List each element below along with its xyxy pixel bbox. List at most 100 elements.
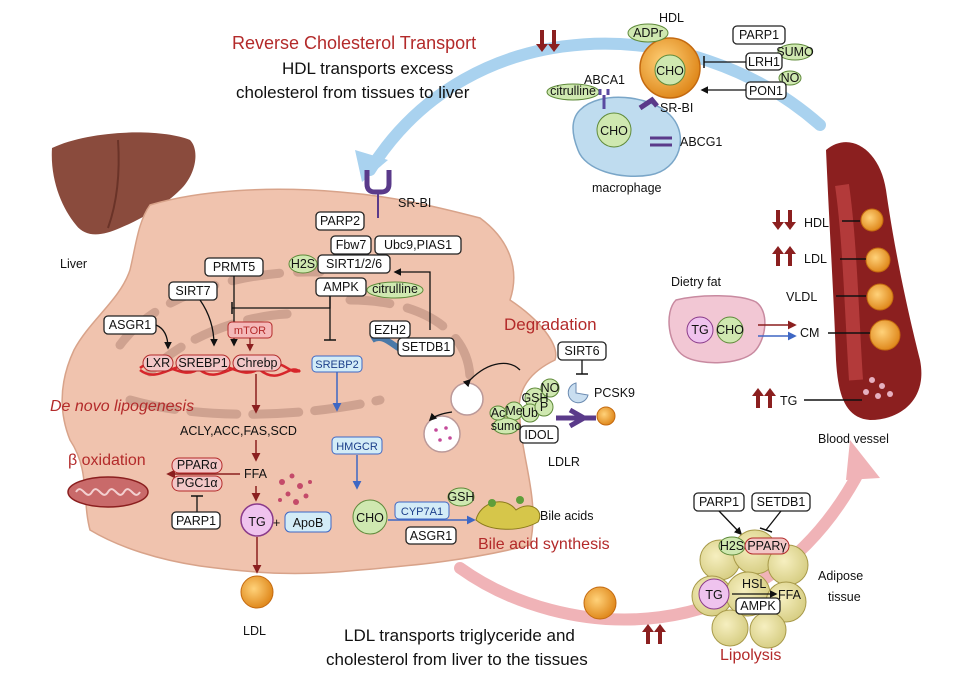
svg-text:SETDB1: SETDB1 <box>757 495 806 509</box>
ubc9-pias1-box <box>374 235 462 255</box>
svg-text:CHO: CHO <box>356 511 384 525</box>
tg-diet <box>686 316 714 344</box>
bile-synthesis-label: Bile acid synthesis <box>478 536 610 553</box>
citrulline-tag-liver <box>366 281 424 299</box>
svg-text:TG: TG <box>705 588 722 602</box>
svg-text:Ac: Ac <box>491 406 506 420</box>
ldl-transport-up-arrows <box>642 624 666 644</box>
dietry-fat-label: Dietry fat <box>671 275 722 289</box>
svg-text:PARP2: PARP2 <box>320 214 360 228</box>
chrebp-tag <box>232 354 282 372</box>
svg-text:PPARα: PPARα <box>177 458 217 472</box>
pcsk9-icon <box>567 382 589 404</box>
enzymes-label: ACLY,ACC,FAS,SCD <box>180 424 297 438</box>
tg-adipose <box>698 578 730 610</box>
apob-box <box>284 511 332 533</box>
svg-text:HMGCR: HMGCR <box>336 441 378 453</box>
rct-title: Reverse Cholesterol Transport <box>232 33 476 53</box>
adipose-label-2: tissue <box>828 590 861 604</box>
svg-text:SUMO: SUMO <box>776 45 814 59</box>
svg-text:Ub: Ub <box>522 406 538 420</box>
lipid-droplets-icon <box>278 473 312 505</box>
svg-text:CHO: CHO <box>656 64 684 78</box>
macrophage-cho <box>596 112 632 148</box>
tg-liver <box>240 503 274 537</box>
ampk-box-adipose <box>735 597 781 615</box>
svg-text:PARP1: PARP1 <box>739 28 779 42</box>
abca1-label: ABCA1 <box>584 73 625 87</box>
svg-text:CYP7A1: CYP7A1 <box>401 506 443 518</box>
ldl-vessel-label: LDL <box>804 252 827 266</box>
hdl-vessel-label: HDL <box>804 216 829 230</box>
ezh2-box <box>369 320 411 339</box>
srbi-mac-label: SR-BI <box>660 101 693 115</box>
plus-sign: + <box>273 516 280 530</box>
sirt126-box <box>317 254 391 274</box>
parp1-liver-box <box>171 511 221 530</box>
parp2-box <box>315 211 365 231</box>
ldl-up-arrows <box>772 246 796 266</box>
svg-text:H2S: H2S <box>720 539 744 553</box>
rct-down-arrows <box>536 30 560 52</box>
srbi-receptor-mac <box>638 96 659 111</box>
svg-text:SREBP1: SREBP1 <box>178 356 227 370</box>
ldl-transport-particle <box>583 586 617 620</box>
tg-vessel-label: TG <box>780 394 797 408</box>
adpr-tag <box>627 23 669 43</box>
svg-text:ApoB: ApoB <box>293 516 324 530</box>
vldl-label: VLDL <box>786 290 817 304</box>
ldl-transport-line2: cholesterol from liver to the tissues <box>326 650 588 669</box>
idol-box <box>519 425 559 444</box>
tg-up-arrows <box>752 388 776 408</box>
ampk-box-liver <box>315 277 367 297</box>
svg-text:PGC1α: PGC1α <box>176 476 217 490</box>
bile-acids-label: Bile acids <box>540 509 594 523</box>
no-tag-hdl <box>778 70 802 86</box>
macrophage-label: macrophage <box>592 181 662 195</box>
bile-acids-icon <box>475 501 541 530</box>
pcsk9-label: PCSK9 <box>594 386 635 400</box>
sirt7-box <box>168 281 218 301</box>
cho-diet <box>716 316 744 344</box>
svg-text:Me: Me <box>505 404 522 418</box>
srbi-liver-label: SR-BI <box>398 196 431 210</box>
svg-text:sumo: sumo <box>491 419 522 433</box>
svg-text:CHO: CHO <box>600 124 628 138</box>
sumo-tag <box>777 43 813 61</box>
ldl-arc <box>454 464 866 626</box>
svg-text:Ubc9,PIAS1: Ubc9,PIAS1 <box>384 238 452 252</box>
svg-text:ASGR1: ASGR1 <box>410 529 452 543</box>
svg-text:PPARγ: PPARγ <box>747 539 787 553</box>
svg-text:GSH: GSH <box>521 391 548 405</box>
srebp1-tag <box>175 354 231 372</box>
vldl-vessel-particle <box>866 283 894 311</box>
endosome-icon <box>450 382 484 416</box>
fbw7-box <box>330 235 372 255</box>
hdl-cho <box>654 54 686 86</box>
svg-text:PARP1: PARP1 <box>699 495 739 509</box>
svg-text:PARP1: PARP1 <box>176 514 216 528</box>
svg-text:SIRT7: SIRT7 <box>175 284 210 298</box>
abcg1-receptor <box>650 136 672 147</box>
svg-text:NO: NO <box>541 381 560 395</box>
ffa-adipose-label: FFA <box>778 588 802 602</box>
svg-text:CHO: CHO <box>716 323 744 337</box>
svg-text:SIRT6: SIRT6 <box>564 344 599 358</box>
adipose-label-1: Adipose <box>818 569 863 583</box>
svg-text:mTOR: mTOR <box>234 325 266 337</box>
cm-label: CM <box>800 326 819 340</box>
cyp7a1-box <box>394 501 450 520</box>
hdl-title: HDL <box>659 11 684 25</box>
lipolysis-label: Lipolysis <box>720 647 781 664</box>
svg-text:EZH2: EZH2 <box>374 323 406 337</box>
ldl-bound-particle <box>596 406 616 426</box>
rct-arc-head <box>355 150 388 182</box>
svg-text:ASGR1: ASGR1 <box>109 318 151 332</box>
cho-liver <box>352 499 388 535</box>
svg-text:IDOL: IDOL <box>524 428 553 442</box>
svg-text:SREBP2: SREBP2 <box>315 359 358 371</box>
svg-text:GSH: GSH <box>447 490 474 504</box>
svg-text:PRMT5: PRMT5 <box>213 260 255 274</box>
svg-text:TG: TG <box>691 323 708 337</box>
